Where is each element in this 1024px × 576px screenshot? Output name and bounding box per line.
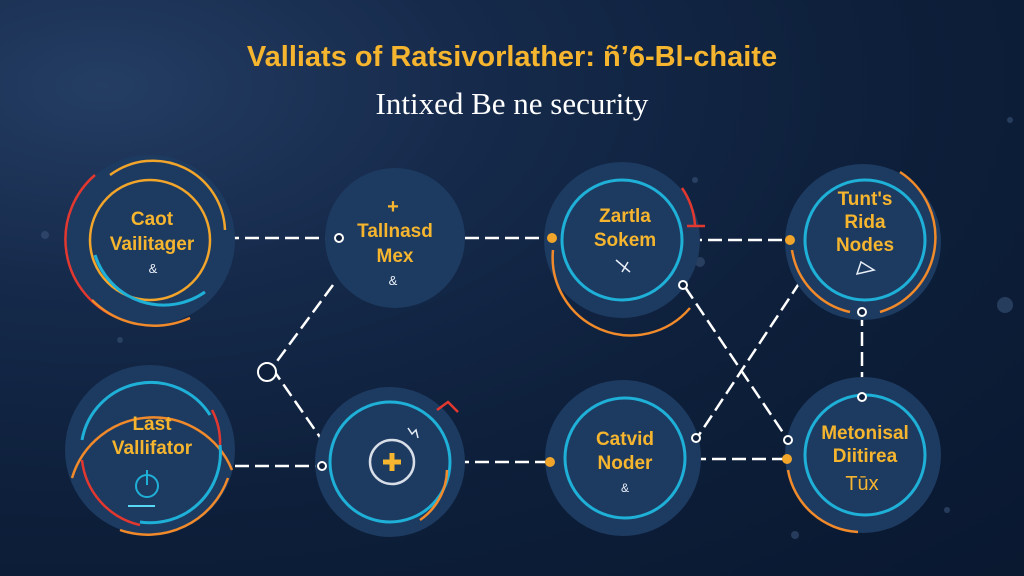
node-label-line2: Mex: [377, 246, 414, 267]
node-label-line1: Caot: [131, 209, 174, 230]
node-label-line1: Last: [132, 414, 172, 435]
node-label-line2: Noder: [598, 453, 654, 474]
node-label-line3: Nodes: [836, 235, 894, 256]
node-glyph-icon: &: [149, 261, 158, 276]
node-label-line1: Metonisal: [821, 423, 909, 444]
connector-port-icon: [782, 454, 792, 464]
port-icon: [691, 433, 701, 443]
node-glyph-icon: [855, 260, 876, 276]
port-icon: [334, 233, 344, 243]
node-catvid-noder[interactable]: Catvid Noder &: [545, 380, 701, 536]
junction-node[interactable]: [257, 362, 277, 382]
port-icon: [783, 435, 793, 445]
port-icon: [857, 392, 867, 402]
node-glyph-icon: [615, 259, 631, 273]
node-label-line1: Tunt's: [838, 189, 893, 210]
node-label-line2: Vallifator: [112, 438, 193, 459]
connector-port-icon: [785, 235, 795, 245]
edge-junction-plus: [270, 367, 324, 441]
node-tunts-rida-nodes[interactable]: Tunt's Rida Nodes: [785, 164, 941, 320]
diagram-subtitle: Intixed Be ne security: [376, 86, 649, 121]
node-label-line1: Zartla: [599, 206, 651, 227]
node-caot-vailitager[interactable]: Caot Vailitager &: [64, 155, 235, 327]
connector-port-icon: [547, 233, 557, 243]
connector-port-icon: [545, 457, 555, 467]
node-label-line2: Sokem: [594, 230, 656, 251]
edge-tunts-catvid: [695, 281, 802, 439]
node-add[interactable]: plus-icon: [315, 387, 465, 537]
node-label-line2: Vailitager: [110, 234, 195, 255]
node-glyph-icon: [407, 427, 419, 439]
diagram-title: Valliats of Ratsivorlather: ñ’6-Bl-chait…: [247, 41, 777, 73]
port-icon: [857, 307, 867, 317]
port-icon: [678, 280, 688, 290]
plus-icon: +: [387, 196, 399, 218]
node-label-line3: Tūx: [845, 473, 878, 495]
connectors: [225, 236, 864, 468]
node-zartla-sokem[interactable]: Zartla Sokem: [544, 162, 705, 337]
node-label-line2: Diitirea: [833, 446, 898, 467]
node-tallnasd-mex[interactable]: + Tallnasd Mex &: [325, 168, 465, 308]
node-glyph-icon: &: [621, 481, 629, 495]
node-glyph-icon: &: [389, 273, 398, 288]
plus-glyph-icon: [383, 453, 401, 471]
node-last-vallifator[interactable]: Last Vallifator: [65, 365, 235, 536]
node-label-line2: Rida: [844, 212, 886, 233]
node-label-line1: Tallnasd: [357, 221, 433, 242]
edge-zartla-metonisal: [683, 286, 790, 441]
port-icon: [317, 461, 327, 471]
node-metonisal-diitirea[interactable]: Metonisal Diitirea Tūx: [782, 377, 941, 534]
node-label-line1: Catvid: [596, 429, 654, 450]
edge-tallnasd-junction: [270, 284, 335, 369]
